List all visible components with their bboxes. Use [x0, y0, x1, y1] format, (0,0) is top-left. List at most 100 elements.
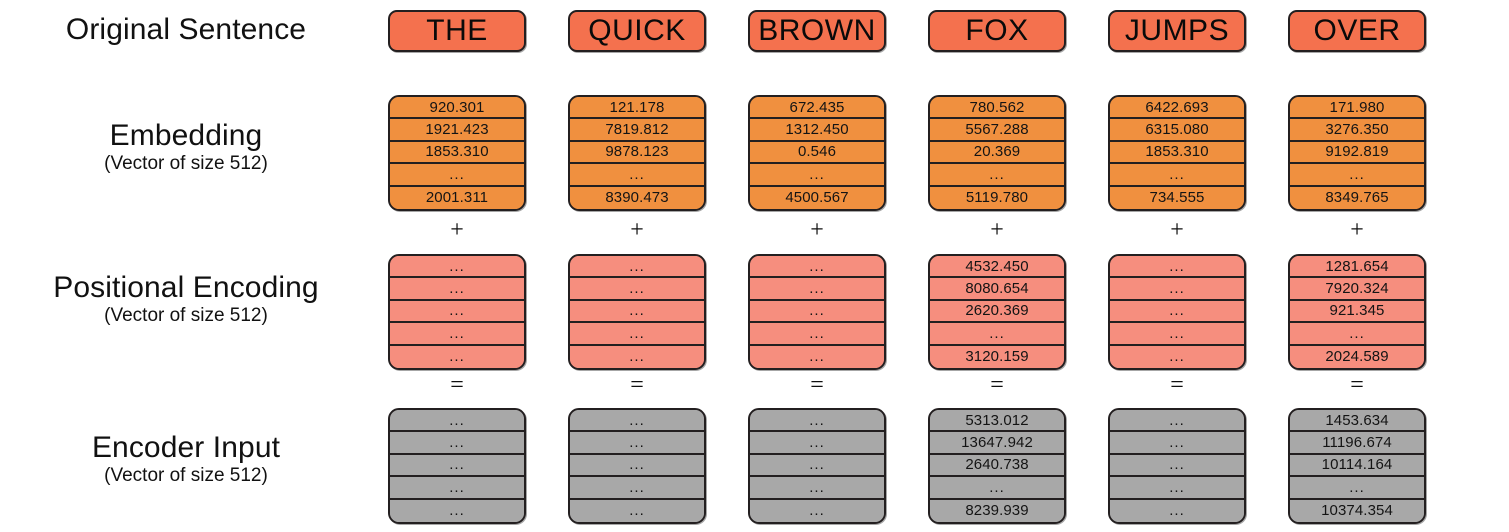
equals-operator: = — [450, 372, 464, 398]
vector-cell: ... — [570, 477, 704, 500]
vector-cell: ... — [390, 256, 524, 279]
vector-cell: ... — [390, 323, 524, 346]
vector-cell: 10114.164 — [1290, 454, 1424, 478]
vector-cell: ... — [570, 323, 704, 346]
plus-operator: + — [990, 217, 1004, 243]
vector-cell: ... — [570, 410, 704, 433]
vector-cell: ... — [750, 256, 884, 279]
vector-cell: 1453.634 — [1290, 410, 1424, 433]
vector-cell: ... — [390, 477, 524, 500]
row-label-positional-encoding-title: Positional Encoding — [53, 271, 319, 304]
vector-cell: ... — [1290, 323, 1424, 346]
vector-cell: ... — [390, 300, 524, 324]
vector-cell: 10374.354 — [1290, 499, 1424, 522]
vector-cell: 3120.159 — [930, 345, 1064, 368]
vector-cell: 7920.324 — [1290, 278, 1424, 301]
word-chip[interactable]: FOX — [928, 10, 1066, 52]
word-chip[interactable]: THE — [388, 10, 526, 52]
vector-cell: ... — [1110, 164, 1244, 187]
vector-cell: ... — [750, 499, 884, 522]
vector-cell: ... — [750, 164, 884, 187]
vector-cell: 6315.080 — [1110, 119, 1244, 142]
row-label-embedding: Embedding (Vector of size 512) — [0, 120, 372, 173]
vector-cell: 9192.819 — [1290, 141, 1424, 165]
encoder-input-vector: ............... — [1108, 408, 1246, 524]
vector-cell: ... — [570, 256, 704, 279]
positional-encoding-vector: ............... — [1108, 254, 1246, 370]
vector-cell: ... — [570, 432, 704, 455]
vector-cell: ... — [390, 345, 524, 368]
word-chip[interactable]: BROWN — [748, 10, 886, 52]
vector-cell: ... — [1290, 164, 1424, 187]
row-label-positional-encoding-subtitle: (Vector of size 512) — [104, 304, 268, 326]
equals-operator: = — [630, 372, 644, 398]
vector-cell: ... — [1110, 499, 1244, 522]
vector-cell: ... — [1110, 345, 1244, 368]
vector-cell: ... — [750, 454, 884, 478]
vector-cell: 1281.654 — [1290, 256, 1424, 279]
vector-cell: 1853.310 — [390, 141, 524, 165]
vector-cell: ... — [570, 278, 704, 301]
vector-cell: ... — [1110, 410, 1244, 433]
vector-cell: ... — [1290, 477, 1424, 500]
vector-cell: 8390.473 — [570, 186, 704, 209]
vector-cell: ... — [750, 477, 884, 500]
vector-cell: ... — [390, 278, 524, 301]
vector-cell: 5119.780 — [930, 186, 1064, 209]
vector-cell: 6422.693 — [1110, 97, 1244, 120]
vector-cell: 5313.012 — [930, 410, 1064, 433]
row-label-embedding-subtitle: (Vector of size 512) — [104, 152, 268, 174]
vector-cell: ... — [570, 499, 704, 522]
vector-cell: ... — [1110, 256, 1244, 279]
vector-cell: ... — [570, 300, 704, 324]
encoder-input-vector: ............... — [568, 408, 706, 524]
vector-cell: 13647.942 — [930, 432, 1064, 455]
vector-cell: 2024.589 — [1290, 345, 1424, 368]
vector-cell: 11196.674 — [1290, 432, 1424, 455]
vector-cell: 8239.939 — [930, 499, 1064, 522]
encoder-input-vector: ............... — [388, 408, 526, 524]
vector-cell: 2620.369 — [930, 300, 1064, 324]
vector-cell: ... — [390, 499, 524, 522]
vector-cell: ... — [390, 454, 524, 478]
vector-cell: 2640.738 — [930, 454, 1064, 478]
row-label-original-sentence-title: Original Sentence — [65, 13, 307, 46]
vector-cell: 1853.310 — [1110, 141, 1244, 165]
vector-cell: 4532.450 — [930, 256, 1064, 279]
vector-cell: 121.178 — [570, 97, 704, 120]
vector-cell: ... — [750, 323, 884, 346]
equals-operator: = — [810, 372, 824, 398]
vector-cell: 7819.812 — [570, 119, 704, 142]
vector-cell: ... — [1110, 432, 1244, 455]
word-chip[interactable]: QUICK — [568, 10, 706, 52]
vector-cell: 1312.450 — [750, 119, 884, 142]
vector-cell: ... — [1110, 278, 1244, 301]
plus-operator: + — [450, 217, 464, 243]
vector-cell: ... — [750, 278, 884, 301]
vector-cell: ... — [930, 323, 1064, 346]
plus-operator: + — [810, 217, 824, 243]
vector-cell: ... — [930, 477, 1064, 500]
vector-cell: 920.301 — [390, 97, 524, 120]
vector-cell: 1921.423 — [390, 119, 524, 142]
vector-cell: 0.546 — [750, 141, 884, 165]
vector-cell: ... — [570, 345, 704, 368]
word-chip[interactable]: JUMPS — [1108, 10, 1246, 52]
positional-encoding-vector: ............... — [568, 254, 706, 370]
vector-cell: ... — [750, 410, 884, 433]
positional-encoding-vector: ............... — [748, 254, 886, 370]
word-chip[interactable]: OVER — [1288, 10, 1426, 52]
